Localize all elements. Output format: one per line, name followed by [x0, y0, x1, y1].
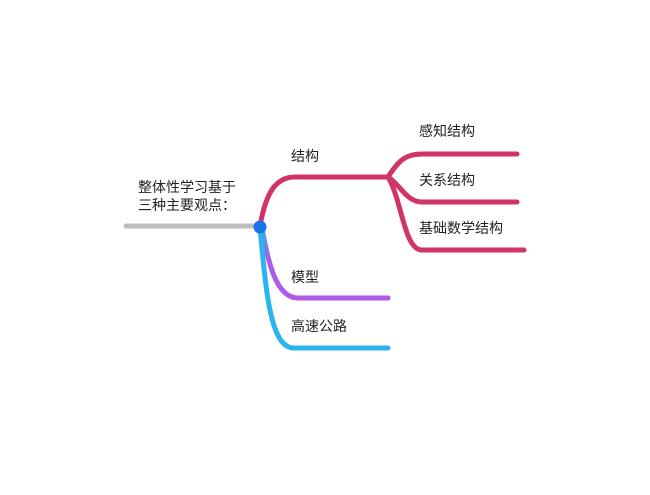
branch-line-highway — [257, 225, 391, 351]
topic-model[interactable]: 模型 — [291, 270, 319, 286]
branch-line-math-structure — [385, 174, 527, 253]
branch-line-perception-structure — [385, 151, 520, 180]
root-topic-line-2: 三种主要观点： — [138, 198, 236, 214]
root-topic[interactable]: 整体性学习基于 三种主要观点： — [138, 179, 258, 215]
topic-highway[interactable]: 高速公路 — [291, 319, 347, 335]
topic-relation-structure[interactable]: 关系结构 — [419, 173, 475, 189]
branch-line-model — [259, 225, 391, 301]
topic-structure[interactable]: 结构 — [291, 149, 319, 165]
topic-basic-math-structure[interactable]: 基础数学结构 — [419, 221, 503, 237]
root-topic-line-1: 整体性学习基于 — [138, 180, 236, 196]
branch-line-structure — [257, 174, 391, 229]
topic-perception-structure[interactable]: 感知结构 — [419, 124, 475, 140]
root-junction-dot[interactable] — [253, 220, 267, 234]
